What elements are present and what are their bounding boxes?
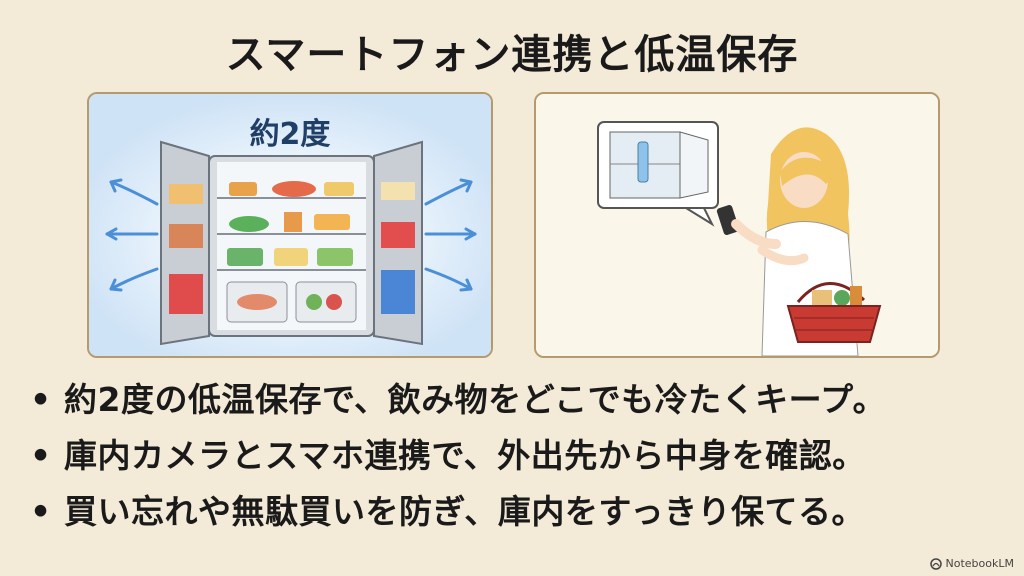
list-item: • 買い忘れや無駄買いを防ぎ、庫内をすっきり保てる。 xyxy=(30,484,1000,540)
fridge-illustration: 約2度 xyxy=(89,94,491,356)
smartphone-illustration-panel xyxy=(534,92,940,358)
fridge-icon xyxy=(160,140,423,346)
bullet-marker: • xyxy=(30,380,52,419)
page-title: スマートフォン連携と低温保存 xyxy=(225,32,799,78)
bullet-marker: • xyxy=(30,492,52,531)
temperature-badge: 約2度 xyxy=(250,117,331,152)
list-item: • 庫内カメラとスマホ連携で、外出先から中身を確認。 xyxy=(30,428,1000,484)
list-item: • 約2度の低温保存で、飲み物をどこでも冷たくキープ。 xyxy=(30,372,1000,428)
notebooklm-watermark: NotebookLM xyxy=(929,557,1014,570)
shopping-basket-icon xyxy=(786,282,882,343)
camera-view-bubble-icon xyxy=(597,121,719,227)
watermark-label: NotebookLM xyxy=(945,557,1014,570)
notebooklm-logo-icon xyxy=(929,557,942,570)
feature-bullet-list: • 約2度の低温保存で、飲み物をどこでも冷たくキープ。 • 庫内カメラとスマホ連携で… xyxy=(30,372,1000,540)
bullet-text: 約2度の低温保存で、飲み物をどこでも冷たくキープ。 xyxy=(64,380,887,419)
bullet-text: 庫内カメラとスマホ連携で、外出先から中身を確認。 xyxy=(64,436,866,475)
smartphone-illustration xyxy=(536,94,938,356)
cold-air-arrows-icon xyxy=(105,178,477,292)
fridge-illustration-panel: 約2度 xyxy=(87,92,493,358)
bullet-text: 買い忘れや無駄買いを防ぎ、庫内をすっきり保てる。 xyxy=(64,492,866,531)
bullet-marker: • xyxy=(30,436,52,475)
